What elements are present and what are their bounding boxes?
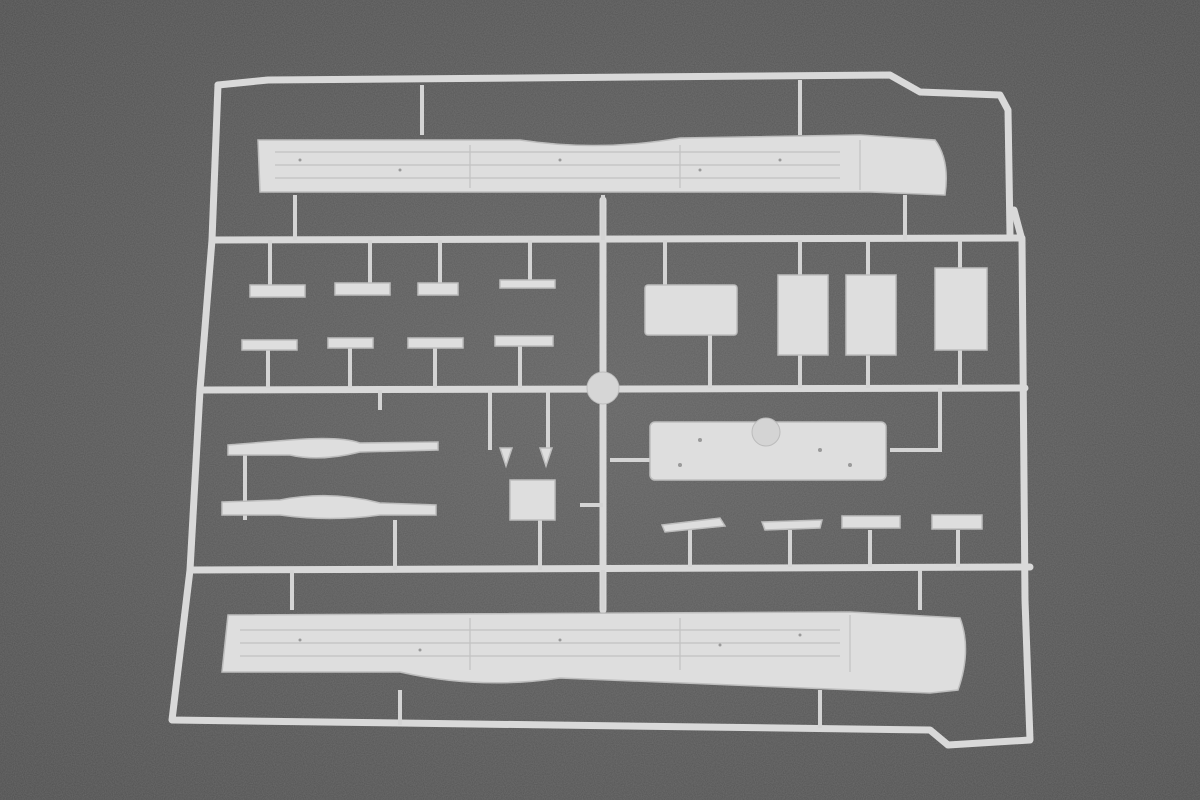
sprue-frame bbox=[168, 71, 1034, 749]
gates bbox=[243, 80, 962, 728]
sprue-hub bbox=[586, 371, 620, 405]
long-rail-top bbox=[257, 134, 947, 196]
small-parts bbox=[221, 158, 988, 652]
long-rail-bottom bbox=[221, 611, 967, 694]
